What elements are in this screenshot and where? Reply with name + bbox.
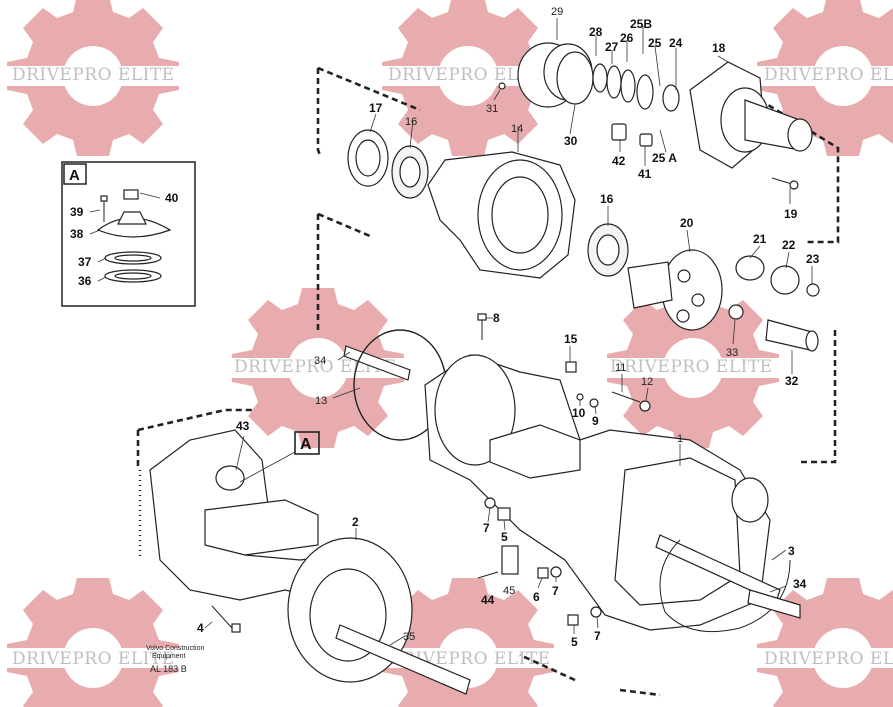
- part-label-5: 5: [501, 530, 508, 544]
- part-label-6: 6: [533, 590, 540, 604]
- part-label-31: 31: [486, 103, 498, 115]
- part-label-17: 17: [369, 101, 383, 115]
- part-label-8: 8: [493, 311, 500, 325]
- part-label-9: 9: [592, 414, 599, 428]
- inset-box: A: [61, 161, 196, 307]
- part-label-36: 36: [78, 274, 92, 288]
- part-label-22: 22: [782, 238, 796, 252]
- part-label-7-lower: 7: [594, 629, 601, 643]
- part-label-29: 29: [551, 6, 563, 18]
- part-label-39: 39: [70, 205, 84, 219]
- part-label-1: 1: [677, 433, 683, 445]
- part-label-2: 2: [352, 515, 359, 529]
- plug-shape: [123, 189, 139, 200]
- watermark-gear-icon: [0, 578, 211, 707]
- part-label-23: 23: [806, 252, 820, 266]
- part-label-26: 26: [620, 31, 634, 45]
- callout-label: A: [300, 436, 312, 453]
- part-label-24: 24: [669, 36, 683, 50]
- part-label-5-lower: 5: [571, 635, 578, 649]
- watermark-text: DRIVEPRO ELITE: [12, 65, 175, 85]
- part-label-41: 41: [638, 167, 652, 181]
- part-label-7: 7: [483, 521, 490, 535]
- upper-assembly: [347, 42, 820, 352]
- part-label-35: 35: [403, 631, 415, 643]
- part-label-27: 27: [605, 40, 619, 54]
- lower-assembly: A: [149, 429, 471, 695]
- part-label-42: 42: [612, 154, 626, 168]
- part-label-12: 12: [641, 376, 653, 388]
- part-label-11: 11: [615, 362, 626, 374]
- part-label-7-mid: 7: [552, 584, 559, 598]
- part-label-43: 43: [236, 419, 250, 433]
- breather-shape: [96, 217, 172, 238]
- watermark-text: DRIVEPRO ELITE: [610, 357, 773, 377]
- part-label-40: 40: [165, 191, 179, 205]
- part-label-10: 10: [572, 406, 586, 420]
- part-label-37: 37: [78, 255, 92, 269]
- part-label-38: 38: [70, 227, 84, 241]
- part-label-18: 18: [712, 41, 726, 55]
- part-label-28: 28: [589, 25, 603, 39]
- part-label-44: 44: [481, 593, 495, 607]
- leader-lines: [89, 18, 813, 646]
- part-label-13: 13: [315, 395, 327, 407]
- inset-title: A: [69, 167, 80, 184]
- part-label-16-lower: 16: [600, 192, 614, 206]
- footer-line-1: Volvo Construction: [146, 645, 204, 652]
- part-label-45: 45: [503, 585, 515, 597]
- watermark-text: DRIVEPRO ELITE: [12, 649, 175, 669]
- part-label-33: 33: [726, 347, 738, 359]
- part-label-19: 19: [784, 207, 798, 221]
- part-label-34: 34: [314, 355, 326, 367]
- part-label-21: 21: [753, 232, 767, 246]
- part-label-25b: 25B: [630, 17, 652, 31]
- part-label-20: 20: [680, 216, 694, 230]
- part-label-15: 15: [564, 332, 578, 346]
- part-labels: 29 28 25B 26 27 25 24 18 31 17 16 14 30 …: [70, 6, 820, 649]
- watermark-text: DRIVEPRO ELITE: [764, 649, 893, 669]
- middle-assembly: [343, 313, 801, 633]
- part-label-16: 16: [405, 116, 417, 128]
- footer-ref: AL 183 B: [150, 664, 187, 674]
- part-label-30: 30: [564, 134, 578, 148]
- part-label-4: 4: [197, 621, 204, 635]
- part-label-14: 14: [511, 123, 523, 135]
- part-label-25: 25: [648, 36, 662, 50]
- part-label-25a: 25 A: [652, 151, 677, 165]
- watermark-text: DRIVEPRO ELITE: [388, 65, 551, 85]
- footer-line-2: Equipment: [152, 653, 186, 660]
- part-label-34-lower: 34: [793, 577, 807, 591]
- footer-block: Volvo Construction Equipment AL 183 B: [146, 645, 204, 674]
- part-label-32: 32: [785, 374, 799, 388]
- part-label-3: 3: [788, 544, 795, 558]
- watermark-text: DRIVEPRO ELITE: [764, 65, 893, 85]
